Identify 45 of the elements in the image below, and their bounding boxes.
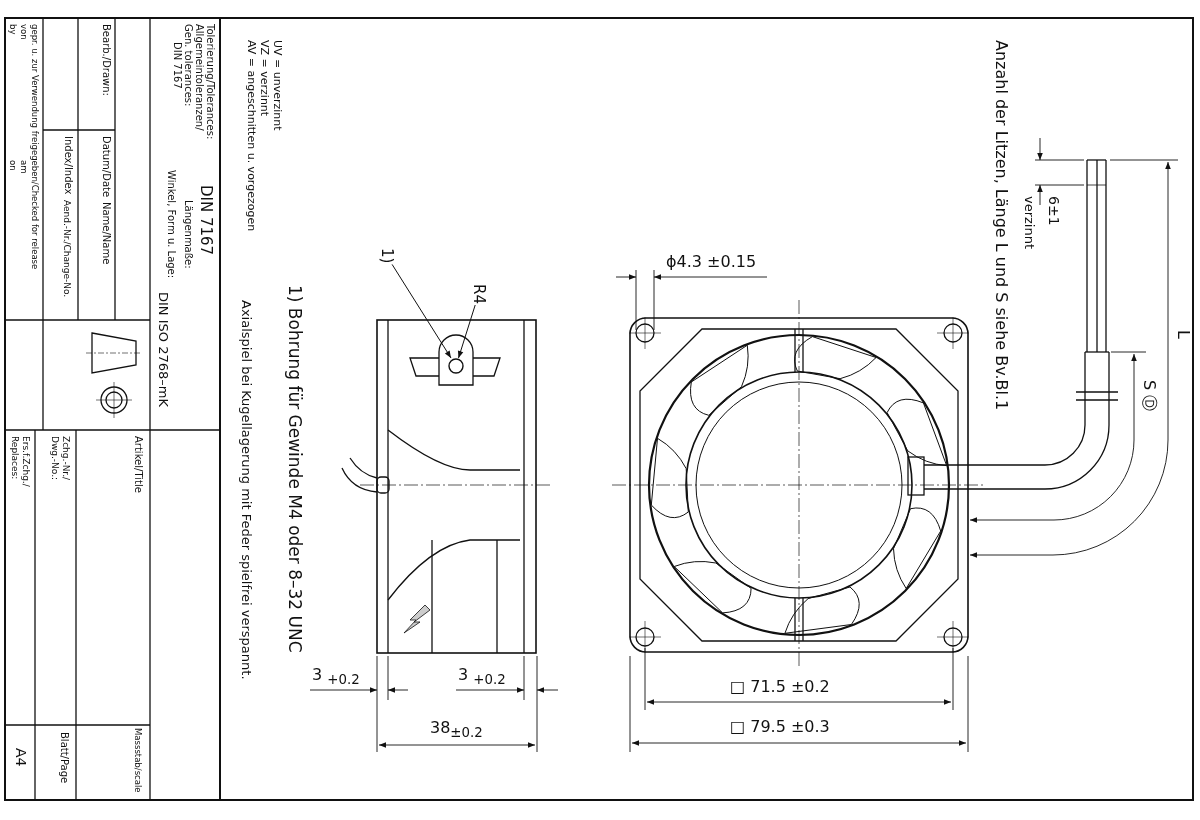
note-text: AV = angeschnitten u. vorgezogen (244, 40, 257, 232)
dimension-text: L (1174, 330, 1193, 339)
standard-text: DIN ISO 2768–mK (155, 292, 170, 407)
title-block-label: Aend.-Nr./Change-No. (62, 200, 73, 298)
dimension-text: ϕ4.3 ±0.15 (666, 253, 757, 272)
title-block-label: Datum/Date (100, 136, 112, 198)
title-block-label: DIN 7167 (171, 42, 183, 89)
note-text: Anzahl der Litzen, Länge L und S siehe Bv.Bl.1 (992, 40, 1011, 411)
dimension-text: 6±1 (1046, 196, 1063, 226)
title-block-label: Blatt/Page (58, 732, 70, 784)
mounting-hole (448, 358, 464, 374)
title-block-label: von (18, 24, 28, 40)
title-block-label: gepr. u. zur Verwendung freigegeben/Checked for release (29, 24, 39, 270)
leader-line (457, 304, 476, 359)
note-text: UV = unverzinnt (270, 40, 283, 131)
radius-label: R4 (470, 284, 488, 304)
title-block-label: Massstab/scale (132, 728, 142, 793)
title-block-label: Zchg.-Nr./ Dwg.-No.: (50, 436, 71, 483)
title-block-label: on (7, 160, 17, 171)
dimension-text: 3 $_{+0.2}$ (458, 666, 506, 688)
title-block-label: Allgemeintoleranzen/ (193, 24, 205, 131)
leader-line (391, 263, 452, 359)
sheet-size-text: A4 (13, 748, 30, 767)
dimension-text: verzinnt (1021, 196, 1036, 250)
title-block-label: Bearb./Drawn: (100, 24, 112, 96)
standard-text: DIN 7167 (197, 185, 215, 256)
dimension-text: □ 79.5 ±0.3 (730, 718, 830, 737)
title-block-label: Tolerierung/Tolerances: (204, 24, 216, 140)
dimension-text: 3 $_{+0.2}$ (312, 666, 360, 688)
title-block-label: Artikel/Title (132, 436, 144, 493)
title-block-label: Index/Index (62, 136, 74, 195)
title-block-label: Name/Name (100, 202, 112, 265)
title-block-label: Winkel, Form u. Lage: (165, 170, 177, 279)
dimension-text: □ 71.5 ±0.2 (730, 678, 830, 697)
dimension-text: 38$_{±0.2}$ (430, 719, 483, 741)
note-text: 1) Bohrung für Gewinde M4 oder 8–32 UNC (284, 285, 304, 653)
note-text: VZ = verzinnt (257, 40, 270, 117)
title-block-label: Längenmaße: (182, 200, 194, 269)
dimension-text: S Ⓓ (1140, 380, 1159, 412)
title-block-label: by (7, 24, 17, 35)
note-text: Axialspiel bei Kugellagerung mit Feder spielfrei verspannt. (238, 300, 253, 680)
title-block-label: am (18, 160, 28, 174)
title-block-label: Ers.f.Zchg./ Replaces: (10, 436, 31, 489)
title-block-label: Gen. tolerances: (182, 24, 194, 107)
callout-number: 1) (378, 248, 396, 264)
